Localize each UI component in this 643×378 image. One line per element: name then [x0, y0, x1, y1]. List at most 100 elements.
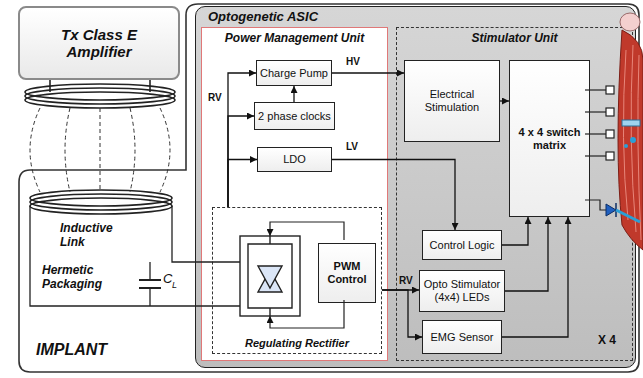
- illustration-part: [258, 270, 282, 292]
- tx-coil: [25, 80, 175, 108]
- switch-matrix-box: 4 x 4 switch matrix: [509, 60, 590, 217]
- illustration-part: [30, 190, 172, 206]
- illustration-part: [25, 92, 175, 108]
- illustration-part: [149, 80, 151, 92]
- illustration-part: [30, 194, 172, 210]
- signal-name: RV: [399, 275, 413, 287]
- illustration-part: [585, 155, 606, 156]
- group-title: Tx Class E Amplifier: [34, 26, 164, 61]
- group-title: Optogenetic ASIC: [208, 10, 318, 25]
- illustration-part: [270, 222, 344, 240]
- illustration-part: [622, 120, 640, 126]
- illustration-part: [160, 108, 170, 192]
- connector-arrow: [228, 73, 256, 207]
- illustration-part: [630, 137, 636, 143]
- illustration-part: [624, 144, 628, 148]
- pwm-feedback: [270, 222, 344, 328]
- illustration-part: [25, 84, 175, 100]
- illustration-part: [240, 236, 300, 316]
- box-label: Electrical Stimulation: [405, 88, 499, 113]
- connector-arrow: [382, 290, 422, 337]
- box-label: PWM Control: [319, 260, 375, 285]
- signal-name: HV: [346, 56, 360, 68]
- box-label: Control Logic: [430, 239, 495, 252]
- connector-arrow: [502, 217, 568, 337]
- illustration-part: [606, 204, 616, 216]
- component-label: L: [172, 280, 177, 290]
- illustration-part: [30, 108, 40, 192]
- rectifier-group: PWM ControlRegulating Rectifier: [212, 207, 382, 354]
- annotation-label: Inductive Link: [60, 222, 122, 250]
- muscle-illustration: [618, 13, 643, 250]
- process-box: PWM Control: [318, 243, 376, 303]
- connector-arrow: [332, 72, 404, 73]
- electrode-terminals: [606, 86, 614, 160]
- illustration-part: [585, 133, 606, 134]
- capacitor-symbol: [139, 280, 161, 288]
- illustration-part: [65, 108, 70, 192]
- box-label: 2 phase clocks: [258, 110, 331, 123]
- component-label: C: [163, 272, 172, 287]
- rectifier-symbol: [240, 236, 300, 316]
- led-symbol: [606, 203, 640, 222]
- group-title: Regulating Rectifier: [245, 337, 349, 350]
- illustration-part: [618, 30, 643, 250]
- box-label: Charge Pump: [260, 67, 328, 80]
- illustration-part: [139, 279, 161, 281]
- connector-arrow: [293, 86, 294, 102]
- process-box: LDO: [257, 147, 332, 172]
- group-title: IMPLANT: [36, 341, 107, 359]
- signal-name: RV: [207, 92, 223, 104]
- amplifier-box: Tx Class E Amplifier: [18, 6, 180, 80]
- illustration-part: [139, 287, 161, 289]
- signal-name: LV: [346, 141, 358, 153]
- electrode-wires: [585, 90, 606, 210]
- coil-wires: [30, 206, 240, 306]
- process-box: Control Logic: [422, 230, 502, 260]
- rx-coil: [30, 190, 172, 214]
- process-box: Electrical Stimulation: [404, 60, 500, 142]
- illustration-part: [615, 203, 617, 217]
- connector-arrow: [382, 289, 419, 290]
- illustration-part: [616, 210, 640, 222]
- illustration-part: [606, 108, 614, 116]
- connector-arrow: [332, 160, 455, 231]
- process-box: Charge Pump: [256, 60, 332, 86]
- process-box: 2 phase clocks: [254, 102, 335, 130]
- connector-arrow: [505, 217, 548, 291]
- connector-arrow: [502, 217, 528, 245]
- box-label: 4 x 4 switch matrix: [510, 126, 589, 151]
- group-title: Power Management Unit: [225, 32, 364, 46]
- asic-box: Charge Pump2 phase clocksLDOPWM ControlR…: [195, 6, 636, 368]
- box-label: LDO: [283, 153, 306, 166]
- process-box: EMG Sensor: [422, 320, 502, 354]
- illustration-part: [30, 198, 172, 214]
- illustration-part: [269, 308, 270, 316]
- box-label: Opto Stimulator (4x4) LEDs: [420, 278, 504, 303]
- illustration-part: [130, 108, 135, 192]
- connector-arrow: [500, 100, 509, 101]
- illustration-part: [620, 13, 640, 31]
- illustration-part: [606, 86, 614, 94]
- illustration-part: [100, 108, 101, 192]
- illustration-part: [172, 206, 240, 262]
- illustration-part: [606, 130, 614, 138]
- illustration-part: [585, 111, 606, 112]
- connector-arrow: [228, 116, 254, 207]
- stimulator-unit-box: Electrical Stimulation 4 x 4 switch matri…: [396, 27, 633, 361]
- illustration-part: [585, 89, 606, 90]
- illustration-part: [49, 80, 51, 92]
- illustration-part: [149, 288, 150, 306]
- illustration-part: [623, 45, 641, 240]
- illustration-part: [149, 262, 150, 280]
- illustration-part: [258, 266, 282, 288]
- annotation-label: X 4: [598, 334, 616, 348]
- connector-arrow: [228, 160, 257, 208]
- illustration-part: [606, 152, 614, 160]
- illustration-part: [585, 200, 606, 210]
- illustration-part: [25, 88, 175, 104]
- implant-outline-path: [19, 4, 639, 372]
- group-title: Stimulator Unit: [472, 32, 558, 46]
- annotation-label: Hermetic Packaging: [42, 264, 132, 292]
- power-unit-box: Charge Pump2 phase clocksLDOPWM ControlR…: [201, 27, 388, 361]
